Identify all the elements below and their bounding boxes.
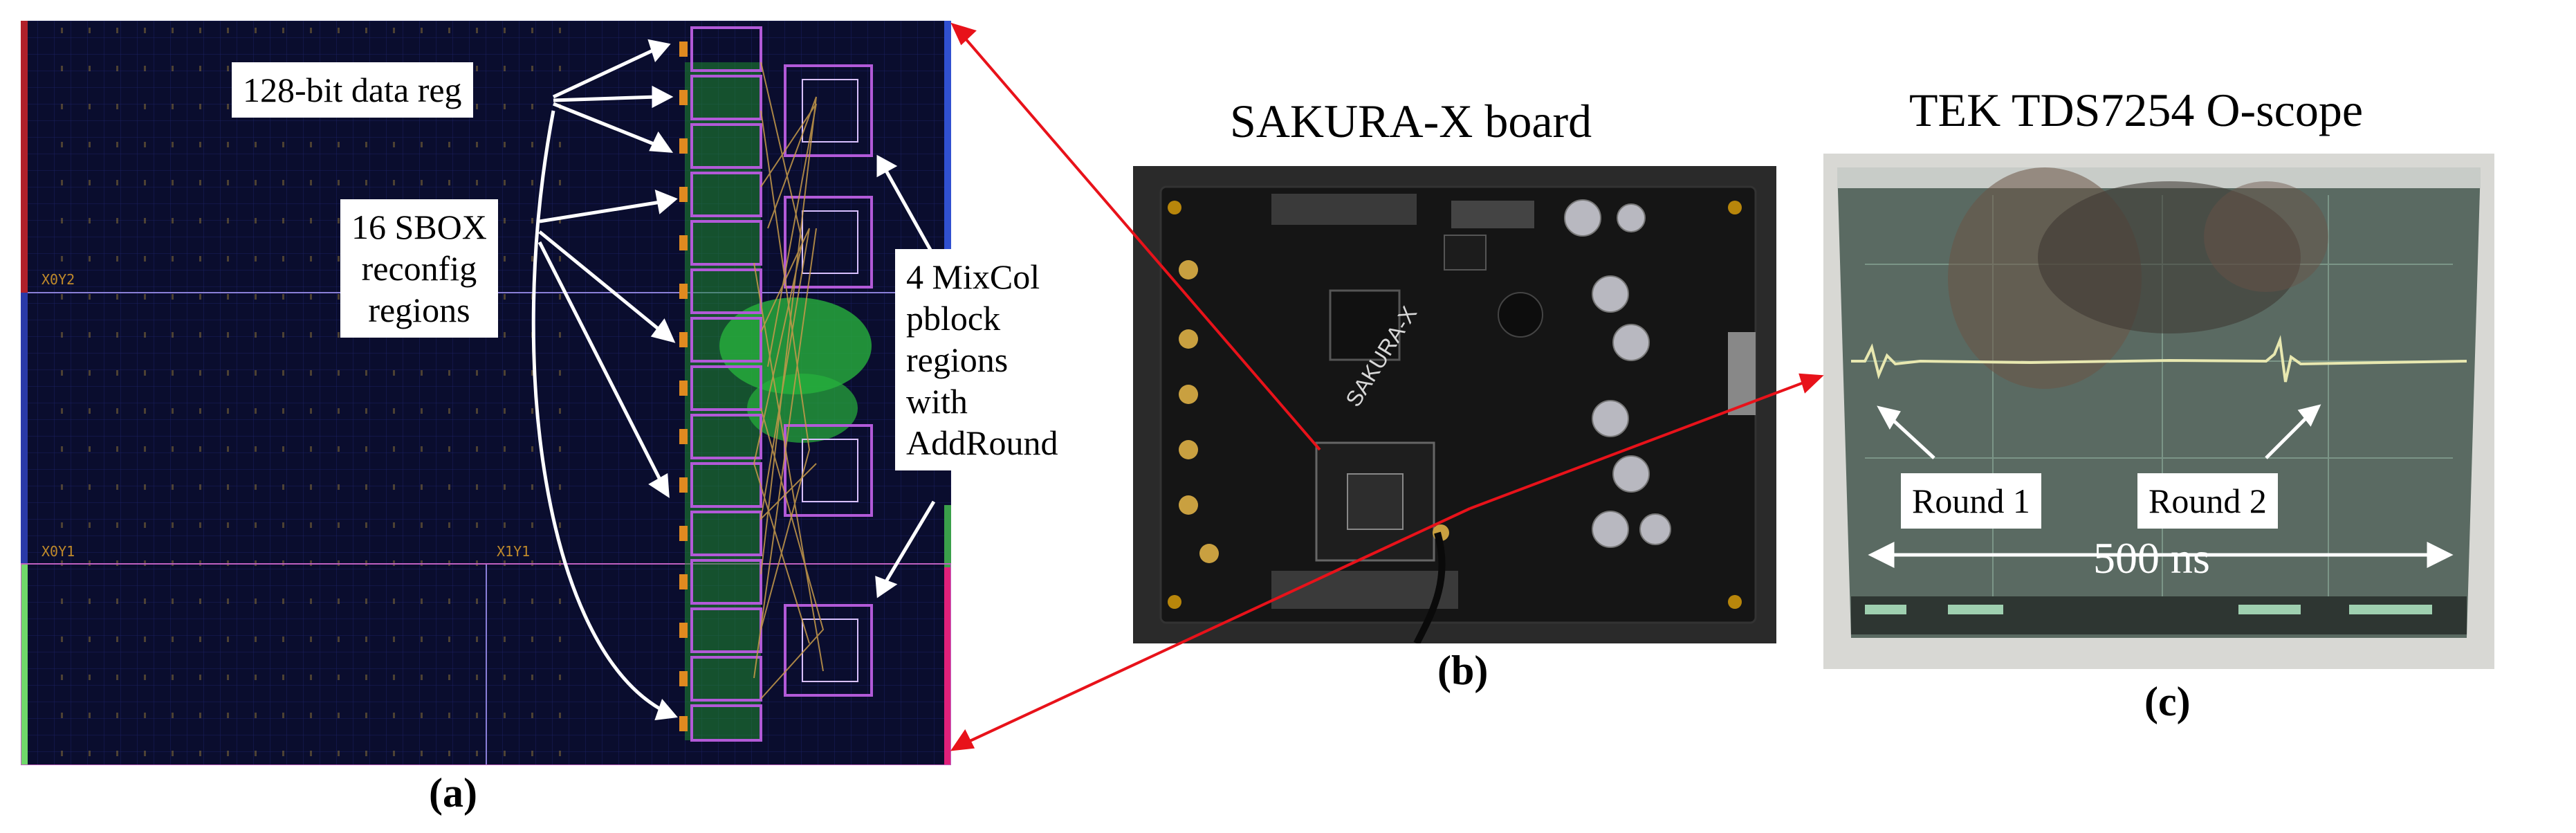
red-arrow-top <box>964 37 1321 451</box>
mixcol-label-line: pblock <box>906 299 1001 338</box>
oscilloscope-photo: Round 1 Round 2 500 ns <box>1823 154 2494 669</box>
sbox-blocks <box>690 26 762 742</box>
red-arrow-scope <box>1469 381 1806 510</box>
sbox-callout: 16 SBOX reconfig regions <box>340 199 498 338</box>
mixcol-label-line: with <box>906 382 968 421</box>
scope-title: TEK TDS7254 O-scope <box>1909 84 2363 136</box>
mixcol-label-line: AddRound <box>906 423 1058 462</box>
mixcol-callout: 4 MixCol pblock regions with AddRound <box>895 249 1069 470</box>
caption-a: (a) <box>429 770 477 816</box>
caption-c: (c) <box>2144 679 2191 724</box>
mixcol-label-line: regions <box>906 340 1009 379</box>
round1-callout: Round 1 <box>1901 473 2041 529</box>
region-label-x0y2: X0Y2 <box>42 271 75 288</box>
data-reg-label: 128-bit data reg <box>243 71 462 109</box>
sbox-label-line: regions <box>368 291 470 329</box>
region-label-x0y1: X0Y1 <box>42 543 75 560</box>
round2-callout: Round 2 <box>2137 473 2278 529</box>
data-reg-callout: 128-bit data reg <box>232 62 473 118</box>
sbox-label-line: reconfig <box>361 249 477 288</box>
sbox-label-line: 16 SBOX <box>351 208 487 246</box>
region-label-x1y1: X1Y1 <box>497 543 531 560</box>
fpga-floorplan-graphic <box>21 21 951 765</box>
mixcol-label-line: 4 MixCol <box>906 257 1040 296</box>
board-title: SAKURA-X board <box>1230 95 1592 147</box>
caption-b: (b) <box>1437 648 1489 693</box>
sakura-board-photo: SAKURA-X <box>1133 166 1776 643</box>
power-trace <box>1851 335 2467 383</box>
time-span-label: 500 ns <box>2093 533 2210 583</box>
round2-label: Round 2 <box>2149 482 2267 520</box>
fpga-floorplan: X0Y2 X0Y1 X1Y1 128-bit data reg 16 SBOX … <box>21 21 951 765</box>
red-arrow-bottom <box>968 507 1471 743</box>
round1-label: Round 1 <box>1912 482 2030 520</box>
board-graphic <box>1133 166 1776 643</box>
